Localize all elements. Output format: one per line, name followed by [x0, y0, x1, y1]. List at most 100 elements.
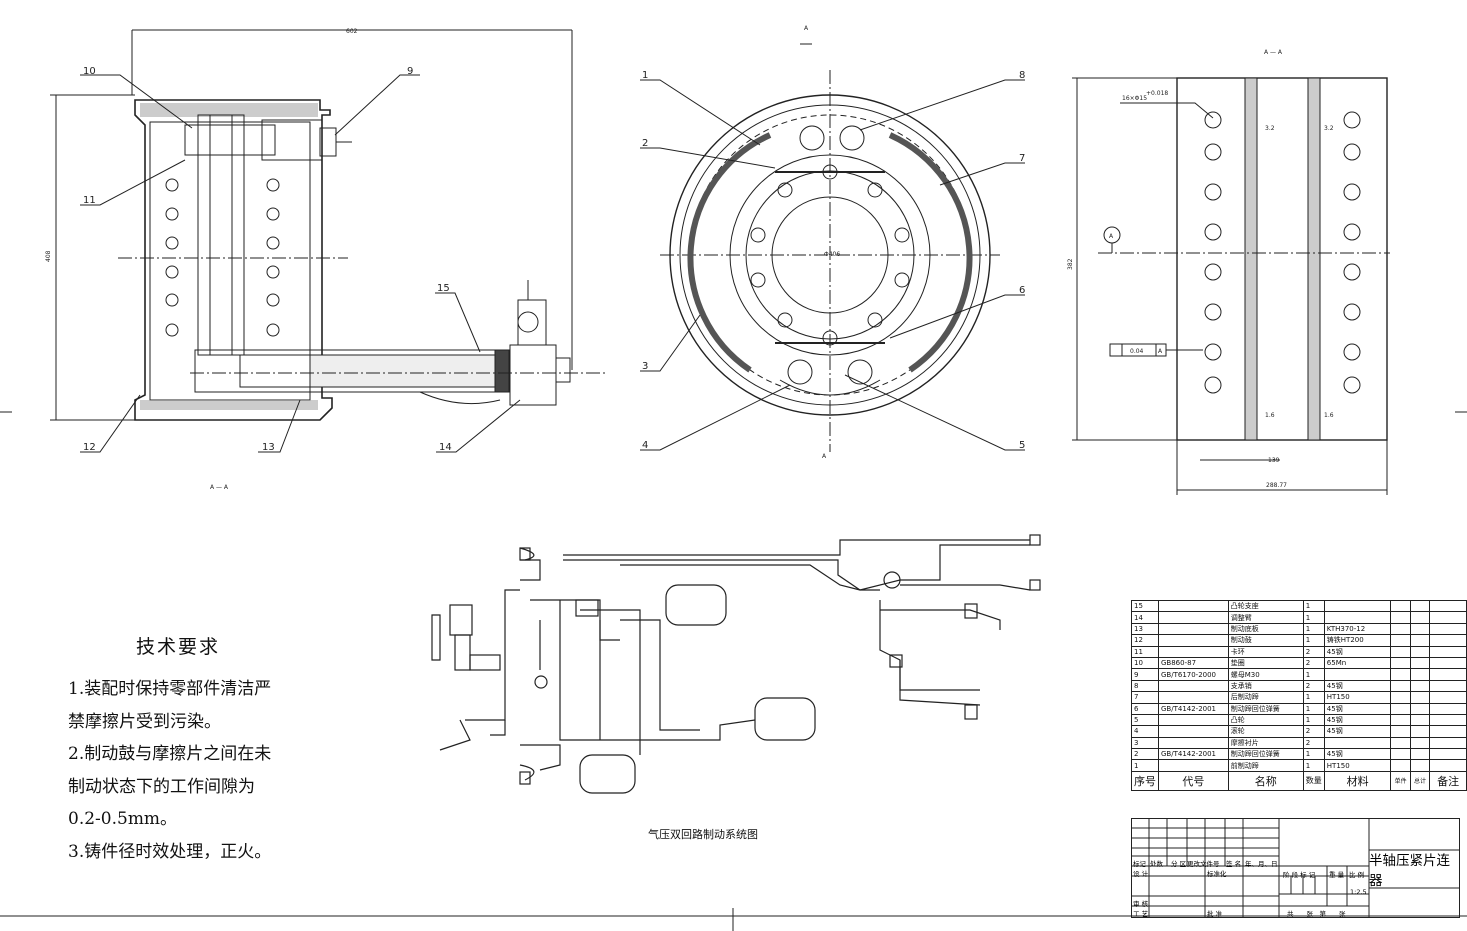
callout-5: 5 — [1019, 440, 1025, 451]
bom-cell-name: 滚轮 — [1227, 725, 1304, 738]
bom-h-name: 名称 — [1227, 770, 1304, 791]
bom-cell-empty — [1390, 599, 1411, 613]
bom-h-mat: 材料 — [1323, 770, 1392, 791]
bom-cell-no: 8 — [1131, 679, 1159, 693]
tb-scale-label: 比 例 — [1349, 871, 1365, 879]
dim-overall-width: 602 — [346, 28, 358, 35]
bom-cell-code — [1158, 679, 1229, 693]
bom-cell-no: 1 — [1131, 759, 1159, 772]
tech-req-line: 3.铸件径时效处理，正火。 — [68, 841, 272, 862]
bom-cell-empty — [1390, 656, 1411, 670]
bom-cell-no: 14 — [1131, 611, 1159, 624]
bom-cell-code — [1158, 736, 1229, 750]
datum-symbol: A — [1109, 233, 1114, 240]
bom-cell-empty — [1390, 668, 1411, 681]
bom-cell-qty: 2 — [1302, 645, 1325, 658]
bom-cell-empty — [1390, 679, 1411, 693]
bom-cell-qty: 1 — [1302, 599, 1325, 613]
bom-cell-name: 制动蹄回位弹簧 — [1227, 748, 1304, 761]
tb-stage: 阶 段 标 记 — [1283, 871, 1316, 879]
bom-cell-name: 螺母M30 — [1227, 668, 1304, 681]
callout-11: 11 — [83, 195, 96, 206]
dim-288: 288.77 — [1266, 482, 1287, 489]
bom-cell-empty — [1429, 622, 1467, 636]
section-mark-aa: A — A — [1264, 49, 1283, 56]
bom-cell-mat — [1323, 599, 1392, 613]
technical-requirements: 技术要求 1.装配时保持零部件清洁严 禁摩擦片受到污染。 2.制动鼓与摩擦片之间… — [68, 632, 288, 868]
pneumatic-brake-system — [431, 534, 1041, 794]
bom-cell-qty: 1 — [1302, 611, 1325, 624]
callout-7: 7 — [1019, 153, 1025, 164]
bom-cell-mat: 45钢 — [1323, 702, 1392, 715]
section-aa-view — [1072, 77, 1390, 495]
tb-zone: 分 区 — [1171, 860, 1187, 868]
roughness-2: 3.2 — [1324, 125, 1334, 132]
dim-382: 382 — [1067, 258, 1074, 270]
callout-8: 8 — [1019, 70, 1025, 81]
tech-req-line: 2.制动鼓与摩擦片之间在未 — [68, 744, 272, 764]
bom-cell-qty: 2 — [1302, 725, 1325, 738]
section-mark-left: A — A — [210, 484, 229, 491]
bom-cell-empty — [1409, 656, 1431, 670]
bom-cell-code: GB/T4142-2001 — [1158, 748, 1229, 761]
system-caption: 气压双回路制动系统图 — [648, 828, 758, 841]
bom-header-row: 序号 代号 名称 数量 材料 单件 总计 备注 — [1131, 770, 1467, 791]
bom-cell-no: 4 — [1131, 725, 1159, 738]
bom-cell-no: 10 — [1131, 656, 1159, 670]
tb-weight: 重 量 — [1329, 871, 1345, 879]
bom-cell-qty: 2 — [1302, 656, 1325, 670]
tb-marks: 标记 — [1133, 860, 1146, 868]
bom-cell-qty: 1 — [1302, 668, 1325, 681]
bom-cell-name: 制动蹄回位弹簧 — [1227, 702, 1304, 715]
tb-count: 处数 — [1150, 860, 1163, 868]
bom-cell-name: 支承销 — [1227, 679, 1304, 693]
drum-front-view — [640, 43, 1025, 452]
bom-cell-no: 15 — [1131, 599, 1159, 613]
bom-cell-qty: 2 — [1302, 736, 1325, 750]
callout-12: 12 — [83, 442, 96, 453]
bom-cell-mat: 45钢 — [1323, 713, 1392, 727]
bom-cell-mat: HT150 — [1323, 759, 1392, 772]
bom-cell-empty — [1390, 611, 1411, 624]
roughness-1: 3.2 — [1265, 125, 1275, 132]
bom-cell-empty — [1409, 748, 1431, 761]
bom-cell-empty — [1409, 713, 1431, 727]
bom-cell-qty: 1 — [1302, 702, 1325, 715]
bom-cell-mat: 65Mn — [1323, 656, 1392, 670]
bom-cell-empty — [1409, 634, 1431, 647]
aa-holes — [1204, 111, 1361, 394]
bom-cell-name: 制动鼓 — [1227, 634, 1304, 647]
bom-cell-code: GB/T6170-2000 — [1158, 668, 1229, 681]
bom-cell-no: 12 — [1131, 634, 1159, 647]
tb-date: 年、月、日 — [1245, 860, 1278, 868]
bom-cell-code — [1158, 599, 1229, 613]
callout-14: 14 — [439, 442, 452, 453]
roughness-4: 1.6 — [1324, 412, 1334, 419]
callout-numbers: 10 9 11 15 12 13 14 1 8 2 7 6 3 4 5 — [83, 66, 1025, 453]
bom-cell-name: 摩擦衬片 — [1227, 736, 1304, 750]
bom-cell-empty — [1429, 611, 1467, 624]
callout-4: 4 — [642, 440, 648, 451]
dim-holes: 16×Φ15 — [1122, 95, 1147, 102]
bom-cell-empty — [1429, 691, 1467, 704]
tb-design: 设 计 — [1133, 870, 1149, 878]
title-block: 标记 处数 分 区 更改文件号 签 名 年、月、日 设 计 标准化 阶 段 标 … — [1131, 818, 1460, 918]
bom-cell-name: 后制动蹄 — [1227, 691, 1304, 704]
bom-cell-qty: 1 — [1302, 748, 1325, 761]
bom-cell-qty: 1 — [1302, 759, 1325, 772]
tech-req-line: 0.2-0.5mm。 — [68, 809, 178, 829]
bom-cell-empty — [1390, 725, 1411, 738]
bom-cell-empty — [1390, 713, 1411, 727]
bom-cell-empty — [1390, 748, 1411, 761]
bom-cell-empty — [1429, 713, 1467, 727]
bom-cell-empty — [1429, 599, 1467, 613]
section-mark-top: A — [804, 25, 809, 32]
bom-h-code: 代号 — [1158, 770, 1229, 791]
bom-cell-empty — [1409, 691, 1431, 704]
